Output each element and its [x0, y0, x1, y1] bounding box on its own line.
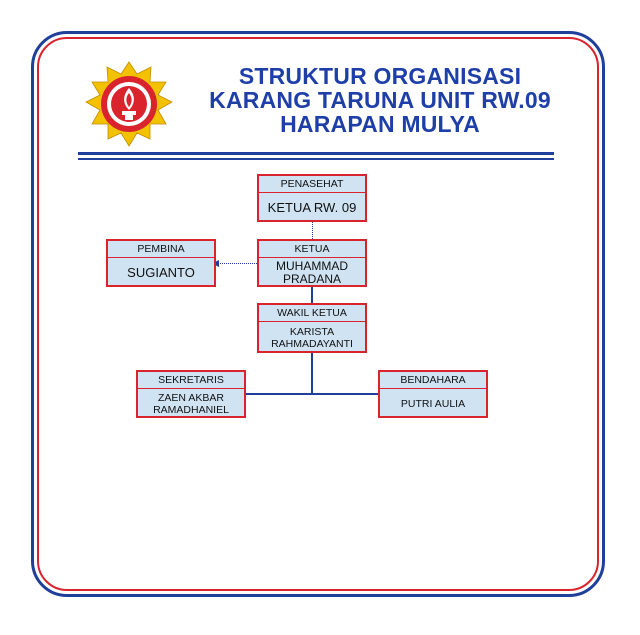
title-line-1: STRUKTUR ORGANISASI [238, 63, 522, 89]
divider-thin [78, 158, 554, 160]
node-ketua: KETUA MUHAMMAD PRADANA [257, 239, 367, 287]
node-penasehat: PENASEHAT KETUA RW. 09 [257, 174, 367, 222]
connector-horizontal [246, 393, 378, 395]
page-title: STRUKTUR ORGANISASI KARANG TARUNA UNIT R… [180, 64, 580, 136]
inner-frame [37, 37, 599, 591]
connector-penasehat-ketua [312, 222, 313, 239]
node-name: MUHAMMAD PRADANA [276, 258, 348, 286]
node-name: KARISTA RAHMADAYANTI [271, 325, 353, 350]
node-wakil-ketua: WAKIL KETUA KARISTA RAHMADAYANTI [257, 303, 367, 353]
node-name: PUTRI AULIA [400, 397, 466, 410]
node-role: WAKIL KETUA [259, 305, 365, 322]
title-line-2: KARANG TARUNA UNIT RW.09 [209, 87, 551, 113]
node-name: KETUA RW. 09 [267, 200, 357, 215]
node-sekretaris: SEKRETARIS ZAEN AKBAR RAMADHANIEL [136, 370, 246, 418]
node-role: KETUA [259, 241, 365, 258]
connector-wakil-trunk [311, 353, 313, 394]
connector-ketua-wakil [311, 287, 313, 303]
karang-taruna-emblem-icon [85, 61, 173, 147]
node-role: PEMBINA [108, 241, 214, 258]
node-name: ZAEN AKBAR RAMADHANIEL [153, 391, 229, 416]
outer-frame [31, 31, 605, 597]
node-pembina: PEMBINA SUGIANTO [106, 239, 216, 287]
node-bendahara: BENDAHARA PUTRI AULIA [378, 370, 488, 418]
divider-thick [78, 152, 554, 155]
node-role: PENASEHAT [259, 176, 365, 193]
node-role: SEKRETARIS [138, 372, 244, 389]
connector-ketua-pembina [216, 263, 257, 264]
node-name: SUGIANTO [127, 265, 195, 280]
title-line-3: HARAPAN MULYA [280, 111, 480, 137]
node-role: BENDAHARA [380, 372, 486, 389]
